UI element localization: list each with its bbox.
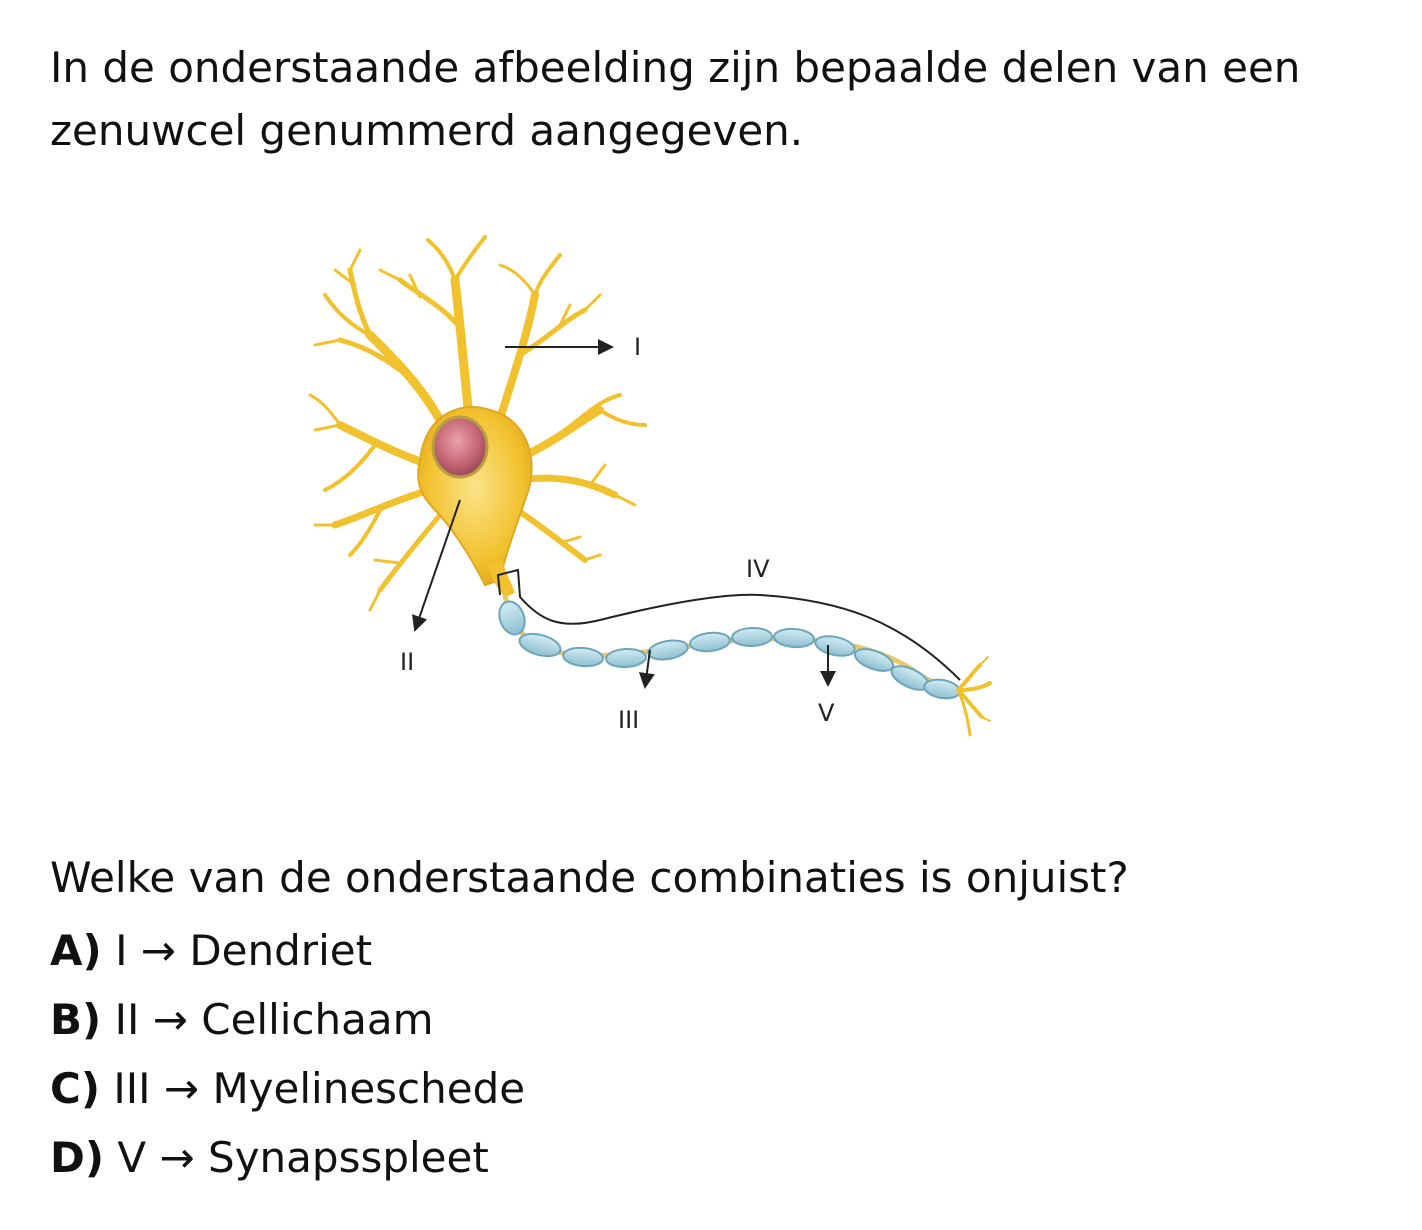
label-II: II: [400, 648, 414, 676]
arrows: [412, 339, 836, 689]
option-text: III → Myelineschede: [113, 1064, 526, 1113]
nucleus: [431, 415, 489, 479]
neuron-figure: I II III IV V: [300, 225, 1020, 765]
option-letter: D): [50, 1133, 105, 1182]
intro-text: In de onderstaande afbeelding zijn bepaa…: [50, 43, 1301, 155]
label-I: I: [634, 333, 641, 361]
axon-terminals: [956, 656, 992, 737]
question-text: Welke van de onderstaande combinaties is…: [50, 853, 1129, 902]
axon: [502, 594, 961, 693]
myelin-sheath: [498, 600, 961, 700]
label-V: V: [818, 699, 835, 727]
answer-options: A) I → Dendriet B) II → Cellichaam C) II…: [50, 916, 525, 1192]
option-text: II → Cellichaam: [114, 995, 434, 1044]
option-letter: A): [50, 926, 102, 975]
option-c[interactable]: C) III → Myelineschede: [50, 1054, 525, 1123]
option-b[interactable]: B) II → Cellichaam: [50, 985, 525, 1054]
bracket-IV: [496, 568, 961, 681]
option-d[interactable]: D) V → Synapsspleet: [50, 1123, 525, 1192]
option-letter: B): [50, 995, 102, 1044]
option-text: I → Dendriet: [115, 926, 373, 975]
option-letter: C): [50, 1064, 101, 1113]
neuron-diagram: I II III IV V: [308, 235, 992, 737]
option-a[interactable]: A) I → Dendriet: [50, 916, 525, 985]
option-text: V → Synapsspleet: [117, 1133, 489, 1182]
label-IV: IV: [746, 555, 770, 583]
label-III: III: [618, 706, 639, 734]
